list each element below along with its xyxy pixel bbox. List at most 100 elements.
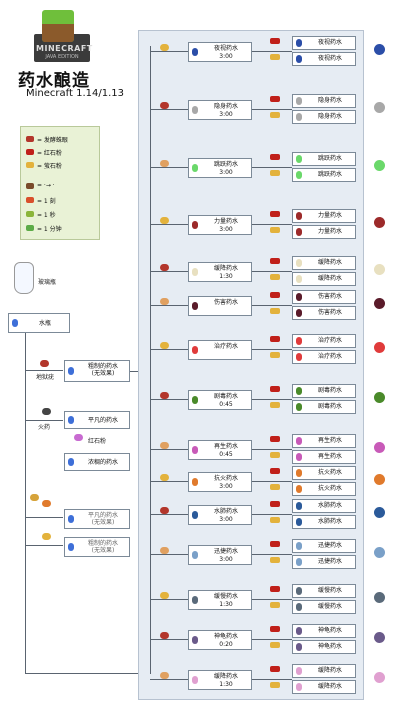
bottle-icon xyxy=(296,643,302,651)
potion-name: 力量药水 xyxy=(317,228,342,235)
bottle-icon xyxy=(68,458,74,466)
connector-line xyxy=(25,517,63,518)
bottle-icon xyxy=(296,558,302,566)
potion-name: 粗制的药水 (无效果) xyxy=(87,363,118,377)
potion-name: 水瓶 xyxy=(38,320,51,327)
upgraded-potion-box: 水肺药水 xyxy=(292,499,356,513)
connector-line xyxy=(252,305,292,306)
ingredient-icon xyxy=(160,592,169,599)
item-icon xyxy=(26,225,34,231)
potion-name: 夜视药水 xyxy=(317,55,342,62)
ingredient-icon xyxy=(160,160,169,167)
bottle-icon xyxy=(296,485,302,493)
ingredient-icon xyxy=(160,672,169,679)
connector-line xyxy=(150,305,188,306)
legend-line: = 1 刻 xyxy=(37,198,56,205)
connector-line xyxy=(252,639,292,640)
glowstone-icon xyxy=(270,308,280,314)
effect-icon xyxy=(374,160,385,171)
connector-line xyxy=(252,271,292,272)
potion-name: 缓降药水 xyxy=(317,667,342,674)
thick-potion-box: 浓稠的药水 xyxy=(64,453,130,471)
potion-name: 再生药水 xyxy=(213,443,238,450)
connector-line xyxy=(150,109,188,110)
upgraded-potion-box: 再生药水 xyxy=(292,450,356,464)
effect-icon xyxy=(374,507,385,518)
bottle-icon xyxy=(296,667,302,675)
potion-name: 缓慢药水 xyxy=(213,593,238,600)
redstone-icon xyxy=(270,38,280,44)
bottle-icon xyxy=(296,437,302,445)
ingredient-cluster-icon xyxy=(30,494,39,501)
upgraded-potion-box: 再生药水 xyxy=(292,434,356,448)
ingredient-icon xyxy=(160,392,169,399)
awkward-potion-box: 粗制的药水 (无效果) xyxy=(64,360,130,382)
upgraded-potion-box: 神龟药水 xyxy=(292,624,356,638)
effect-icon xyxy=(374,44,385,55)
upgraded-potion-box: 跳跃药水 xyxy=(292,168,356,182)
potion-duration: 3:00 xyxy=(219,226,233,233)
bottle-icon xyxy=(296,275,302,283)
page-subtitle: Minecraft 1.14/1.13 xyxy=(26,88,124,99)
potion-name: 剧毒药水 xyxy=(317,387,342,394)
potion-duration: 3:00 xyxy=(219,556,233,563)
effect-icon xyxy=(374,632,385,643)
connector-line xyxy=(252,224,292,225)
upgraded-potion-box: 迅捷药水 xyxy=(292,555,356,569)
bottle-icon xyxy=(296,39,302,47)
bottle-icon xyxy=(192,478,198,486)
connector-line xyxy=(150,167,188,168)
bottle-icon xyxy=(192,596,198,604)
potion-name: 缓慢药水 xyxy=(317,603,342,610)
potion-name: 神龟药水 xyxy=(317,643,342,650)
potion-duration: 0:45 xyxy=(219,401,233,408)
upgraded-potion-box: 力量药水 xyxy=(292,209,356,223)
nether-wart-icon xyxy=(40,360,49,367)
glowstone-icon xyxy=(270,557,280,563)
effect-icon xyxy=(374,342,385,353)
redstone-icon xyxy=(26,149,34,155)
potion-name: 伤害药水 xyxy=(213,299,238,306)
connector-line xyxy=(252,399,292,400)
connector-line xyxy=(252,514,292,515)
potion-name: 抗火药水 xyxy=(317,485,342,492)
potion-name: 治疗药水 xyxy=(317,337,342,344)
glowstone-icon xyxy=(270,517,280,523)
bottle-icon xyxy=(296,542,302,550)
glowstone-icon xyxy=(270,54,280,60)
legend-line: = 1 分钟 xyxy=(37,226,62,233)
potion-name: 抗火药水 xyxy=(317,469,342,476)
bottle-icon xyxy=(192,551,198,559)
ingredient-label: 红石粉 xyxy=(88,438,107,445)
item-icon xyxy=(26,183,34,189)
connector-line xyxy=(150,449,188,450)
logo-text: MINECRAFT xyxy=(36,44,93,53)
item-icon xyxy=(26,211,34,217)
effect-icon xyxy=(374,392,385,403)
potion-name: 隐身药水 xyxy=(317,97,342,104)
gunpowder-icon xyxy=(42,408,51,415)
bottle-icon xyxy=(296,683,302,691)
upgraded-potion-box: 伤害药水 xyxy=(292,290,356,304)
connector-line xyxy=(150,599,188,600)
upgraded-potion-box: 缓降药水 xyxy=(292,256,356,270)
ingredient-icon xyxy=(160,342,169,349)
bottle-icon xyxy=(296,155,302,163)
bottle-icon xyxy=(68,416,74,424)
upgraded-potion-box: 隐身药水 xyxy=(292,94,356,108)
effect-icon xyxy=(374,442,385,453)
connector-line xyxy=(25,673,188,674)
effect-icon xyxy=(374,592,385,603)
redstone-icon xyxy=(270,386,280,392)
legend-line: = 发酵蛛眼 xyxy=(37,137,68,144)
effect-icon xyxy=(374,474,385,485)
legend-line: = 红石粉 xyxy=(37,150,62,157)
potion-name: 跳跃药水 xyxy=(213,161,238,168)
ingredient-label: 地狱疣 xyxy=(36,374,55,381)
